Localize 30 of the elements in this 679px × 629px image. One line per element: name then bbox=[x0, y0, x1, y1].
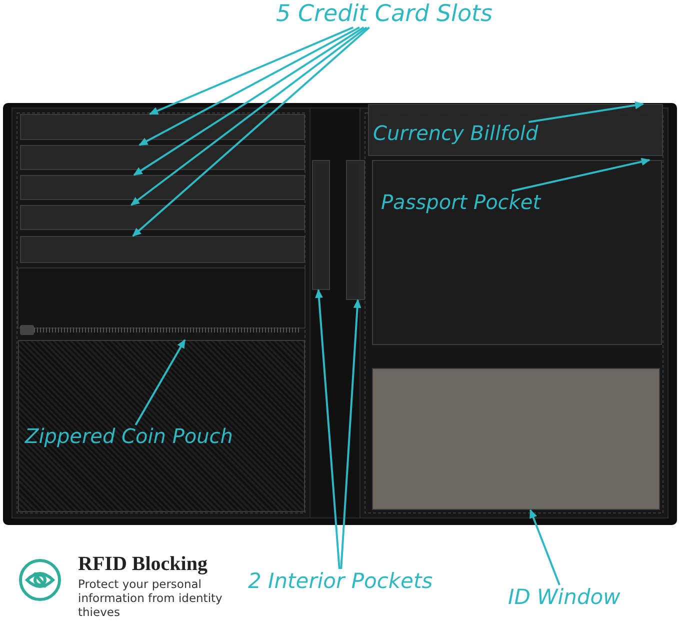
wallet-pocket bbox=[346, 160, 365, 300]
wallet-pocket bbox=[372, 368, 660, 510]
leader-arrow bbox=[138, 26, 360, 146]
leader-arrow bbox=[148, 26, 354, 115]
callout-label: 2 Interior Pockets bbox=[248, 569, 433, 594]
leader-arrow bbox=[132, 26, 370, 237]
feature-heading: RFID Blocking bbox=[78, 553, 208, 576]
wallet-pocket bbox=[312, 160, 330, 290]
feature-description: Protect your personal information from identity thieves bbox=[78, 578, 224, 620]
leader-arrow bbox=[134, 339, 186, 426]
callout-label: Currency Billfold bbox=[373, 122, 538, 145]
callout-label: Passport Pocket bbox=[381, 191, 541, 214]
wallet-pocket bbox=[20, 145, 305, 170]
leader-arrow bbox=[340, 299, 362, 570]
leader-arrow bbox=[315, 289, 340, 570]
leader-arrow bbox=[130, 26, 368, 206]
leader-arrow bbox=[512, 158, 650, 192]
leader-arrow bbox=[133, 26, 364, 176]
leader-arrow bbox=[529, 509, 560, 586]
callout-label: 5 Credit Card Slots bbox=[276, 1, 493, 28]
wallet-pocket bbox=[20, 114, 305, 140]
wallet-pocket bbox=[20, 205, 305, 230]
callout-label: Zippered Coin Pouch bbox=[25, 425, 233, 448]
wallet-pocket bbox=[372, 160, 662, 345]
leader-arrow bbox=[528, 101, 644, 123]
wallet-pocket bbox=[20, 175, 305, 200]
callout-label: ID Window bbox=[508, 585, 620, 610]
wallet-pocket bbox=[20, 236, 305, 263]
wallet-pocket bbox=[368, 104, 663, 156]
wallet-pocket bbox=[18, 340, 305, 512]
